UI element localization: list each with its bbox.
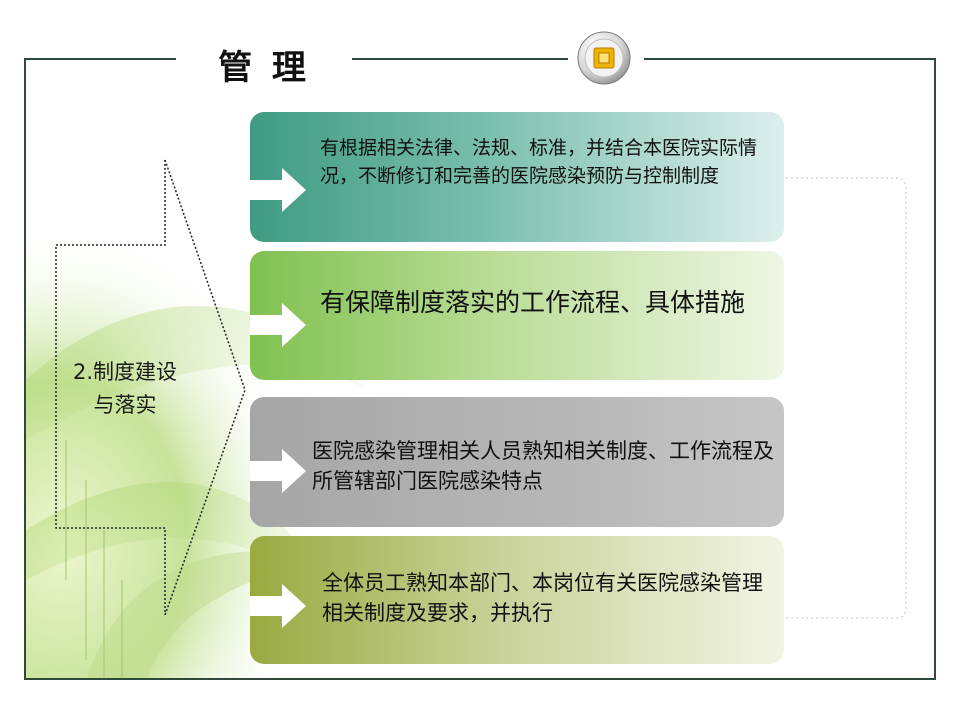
policy-card-4: 全体员工熟知本部门、本岗位有关医院感染管理相关制度及要求，并执行 [250, 536, 784, 664]
policy-card-2: 有保障制度落实的工作流程、具体措施 [250, 251, 784, 380]
arrow-right-icon [250, 584, 306, 628]
section-label-line2: 与落实 [93, 393, 157, 417]
arrow-right-icon [250, 168, 306, 212]
arrow-right-icon [250, 449, 306, 493]
policy-card-1-text: 有根据相关法律、法规、标准，并结合本医院实际情况，不断修订和完善的医院感染预防与… [320, 137, 758, 187]
policy-card-1: 有根据相关法律、法规、标准，并结合本医院实际情况，不断修订和完善的医院感染预防与… [250, 112, 784, 242]
policy-card-3-text: 医院感染管理相关人员熟知相关制度、工作流程及所管辖部门医院感染特点 [312, 439, 774, 493]
policy-card-3: 医院感染管理相关人员熟知相关制度、工作流程及所管辖部门医院感染特点 [250, 397, 784, 527]
section-label-line1: 2.制度建设 [72, 360, 178, 384]
section-label: 2.制度建设 与落实 [56, 356, 194, 422]
policy-card-4-text: 全体员工熟知本部门、本岗位有关医院感染管理相关制度及要求，并执行 [322, 571, 763, 625]
title-gap [176, 50, 352, 70]
page-title: 管 理 [218, 48, 310, 88]
square-emblem-icon [577, 31, 631, 85]
arrow-right-icon [250, 303, 306, 347]
policy-card-2-text: 有保障制度落实的工作流程、具体措施 [320, 288, 746, 317]
